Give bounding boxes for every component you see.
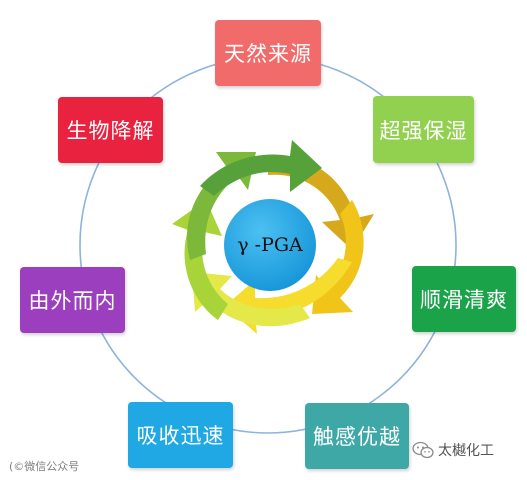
swirl-arrow-6	[187, 152, 256, 260]
swirl-arrow-5	[172, 200, 228, 320]
wechat-icon	[412, 441, 434, 459]
center-label: γ -PGA	[237, 234, 303, 256]
property-box-outside-in: 由外而内	[20, 267, 125, 333]
property-box-natural-source: 天然来源	[215, 20, 321, 86]
watermark-left: (©微信公众号	[9, 460, 80, 473]
watermark-right-label: 太樾化工	[438, 443, 494, 459]
property-box-super-moisturizing: 超强保湿	[373, 96, 474, 163]
property-box-fast-absorption: 吸收迅速	[128, 402, 233, 468]
property-box-biodegradable: 生物降解	[58, 97, 163, 163]
center-circle	[224, 199, 316, 291]
swirl-arrows	[172, 140, 374, 334]
property-box-superior-feel: 触感优越	[305, 403, 409, 469]
watermark-right: 太樾化工	[412, 440, 494, 460]
property-box-smooth-refreshing: 顺滑清爽	[412, 266, 516, 332]
swirl-arrow-4	[192, 272, 310, 327]
swirl-arrow-7	[200, 140, 322, 196]
